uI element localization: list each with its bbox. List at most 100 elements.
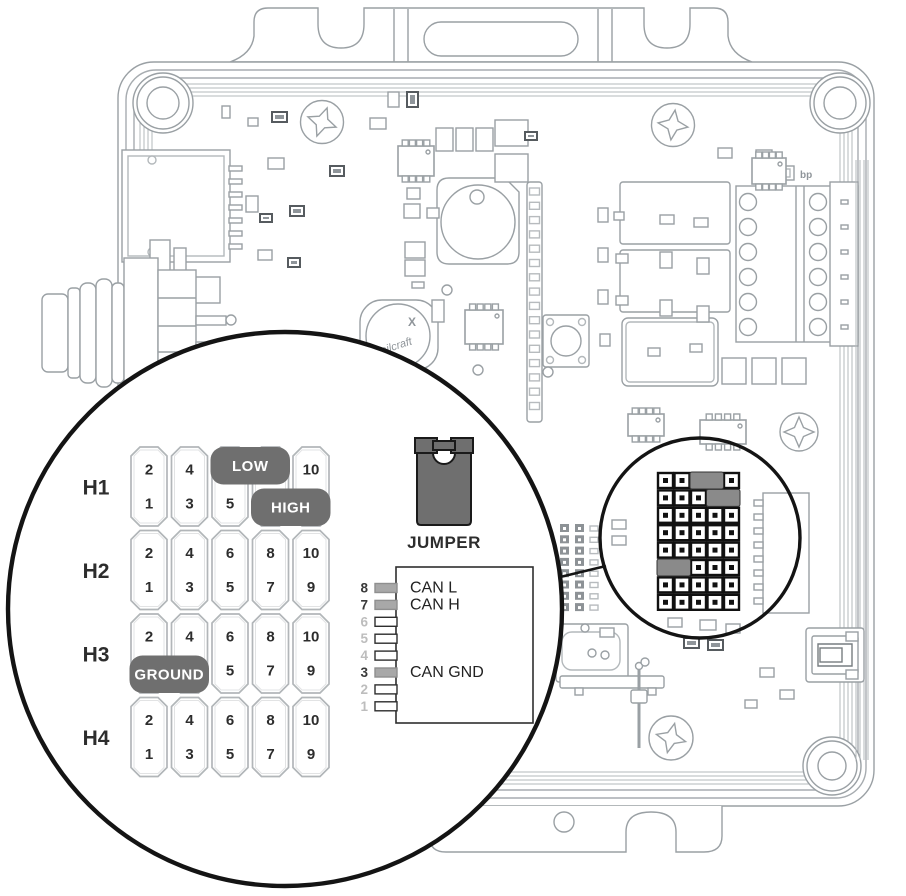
screws	[299, 99, 819, 761]
passive-outline	[667, 617, 683, 628]
pin-number: 4	[185, 712, 194, 729]
passive-components	[221, 91, 807, 709]
passive-outline	[404, 241, 426, 259]
grid-side-connector	[753, 492, 810, 614]
passive-outline	[744, 699, 758, 709]
pin-column	[211, 696, 249, 778]
passive-outline	[387, 91, 400, 108]
badge-label: HIGH	[271, 500, 311, 517]
passive-outline	[693, 217, 709, 228]
pin-column	[211, 529, 249, 611]
list-pin	[374, 599, 398, 611]
passive-outline	[599, 333, 611, 347]
phillips-screw-icon	[299, 99, 345, 145]
list-pin	[374, 667, 398, 678]
pin-number: 6	[226, 545, 234, 562]
callout-connector-line	[555, 564, 607, 580]
smd-code-mark: bp	[800, 170, 812, 181]
rj45-connector	[121, 149, 243, 263]
jumper-label: JUMPER	[407, 533, 481, 552]
passive-outline	[494, 153, 529, 183]
can-signal-label: CAN H	[410, 596, 460, 613]
passive-outline	[759, 667, 775, 678]
soic-ic	[627, 407, 665, 443]
can-signal-label: CAN GND	[410, 664, 484, 681]
list-pin-number: 2	[360, 682, 368, 697]
mount-ear-bottom-right	[802, 736, 862, 796]
list-pin-number: 8	[360, 581, 368, 596]
mount-ear-top-left	[132, 72, 194, 134]
relay-1	[619, 181, 731, 245]
passive-outline	[257, 249, 273, 261]
pin-number: 5	[226, 579, 234, 596]
passive-outline	[611, 519, 627, 530]
pin-number: 1	[145, 579, 153, 596]
passive-outline	[597, 247, 609, 263]
pin-number: 3	[185, 579, 193, 596]
list-pin	[374, 701, 398, 712]
passive-outline	[494, 119, 529, 147]
pin-column	[170, 696, 209, 778]
pin-number: 10	[303, 712, 320, 729]
soic-ic	[699, 413, 747, 451]
passive-outline	[615, 253, 629, 264]
pin-number: 10	[303, 545, 320, 562]
passive-outline	[721, 357, 747, 385]
bottom-hole	[553, 811, 575, 833]
pin-number: 2	[145, 712, 153, 729]
circular-connector	[41, 257, 237, 393]
list-pin	[374, 582, 398, 594]
pin-number: 7	[266, 663, 274, 680]
passive-outline	[696, 305, 710, 323]
pin-column	[130, 446, 168, 527]
passive-outline	[611, 535, 627, 546]
passive-outline	[717, 147, 733, 159]
passive-outline	[613, 211, 625, 221]
passive-outline	[431, 299, 445, 323]
list-pin-number: 4	[360, 648, 368, 663]
soic-ic	[464, 303, 504, 351]
jumper-position-badge	[210, 447, 290, 485]
passive-outline	[404, 259, 426, 277]
phillips-screw-icon	[650, 102, 696, 148]
passive-outline	[599, 627, 615, 638]
passive-outline	[597, 289, 609, 305]
ic-components	[397, 139, 787, 451]
pin-column	[130, 696, 168, 778]
highlight-circle	[598, 436, 802, 640]
list-pin	[374, 616, 398, 627]
passive-outline	[245, 195, 259, 213]
passive-outline	[221, 105, 231, 119]
soic-ic	[751, 151, 787, 191]
pin-column	[170, 446, 209, 527]
phillips-screw-icon	[779, 412, 819, 452]
passive-outline	[406, 187, 421, 200]
grid-jumper-shunt	[706, 488, 741, 507]
pin-number: 9	[307, 579, 315, 596]
list-pin	[374, 650, 398, 661]
badge-label: LOW	[232, 458, 269, 475]
pin-strip	[526, 181, 543, 423]
passive-outline	[699, 619, 717, 631]
pin-column	[292, 529, 330, 611]
pin-column	[211, 613, 249, 694]
passive-outline	[435, 127, 454, 152]
passive-outline	[426, 207, 440, 219]
can-pinout-box	[395, 566, 534, 724]
pin-number: 2	[145, 462, 153, 479]
pin-column	[251, 613, 290, 694]
list-pin	[374, 633, 398, 644]
passive-outline	[781, 357, 807, 385]
pin-number: 2	[145, 629, 153, 646]
pin-number: 4	[185, 629, 194, 646]
pin-number: 10	[303, 629, 320, 646]
list-pin-number: 3	[360, 665, 368, 680]
relay-3	[621, 317, 719, 387]
passive-outline	[659, 214, 675, 225]
board-jumper-grid	[656, 471, 741, 611]
soic-ic	[397, 139, 435, 183]
pin-number: 7	[266, 579, 274, 596]
small-pin-header	[560, 524, 599, 612]
